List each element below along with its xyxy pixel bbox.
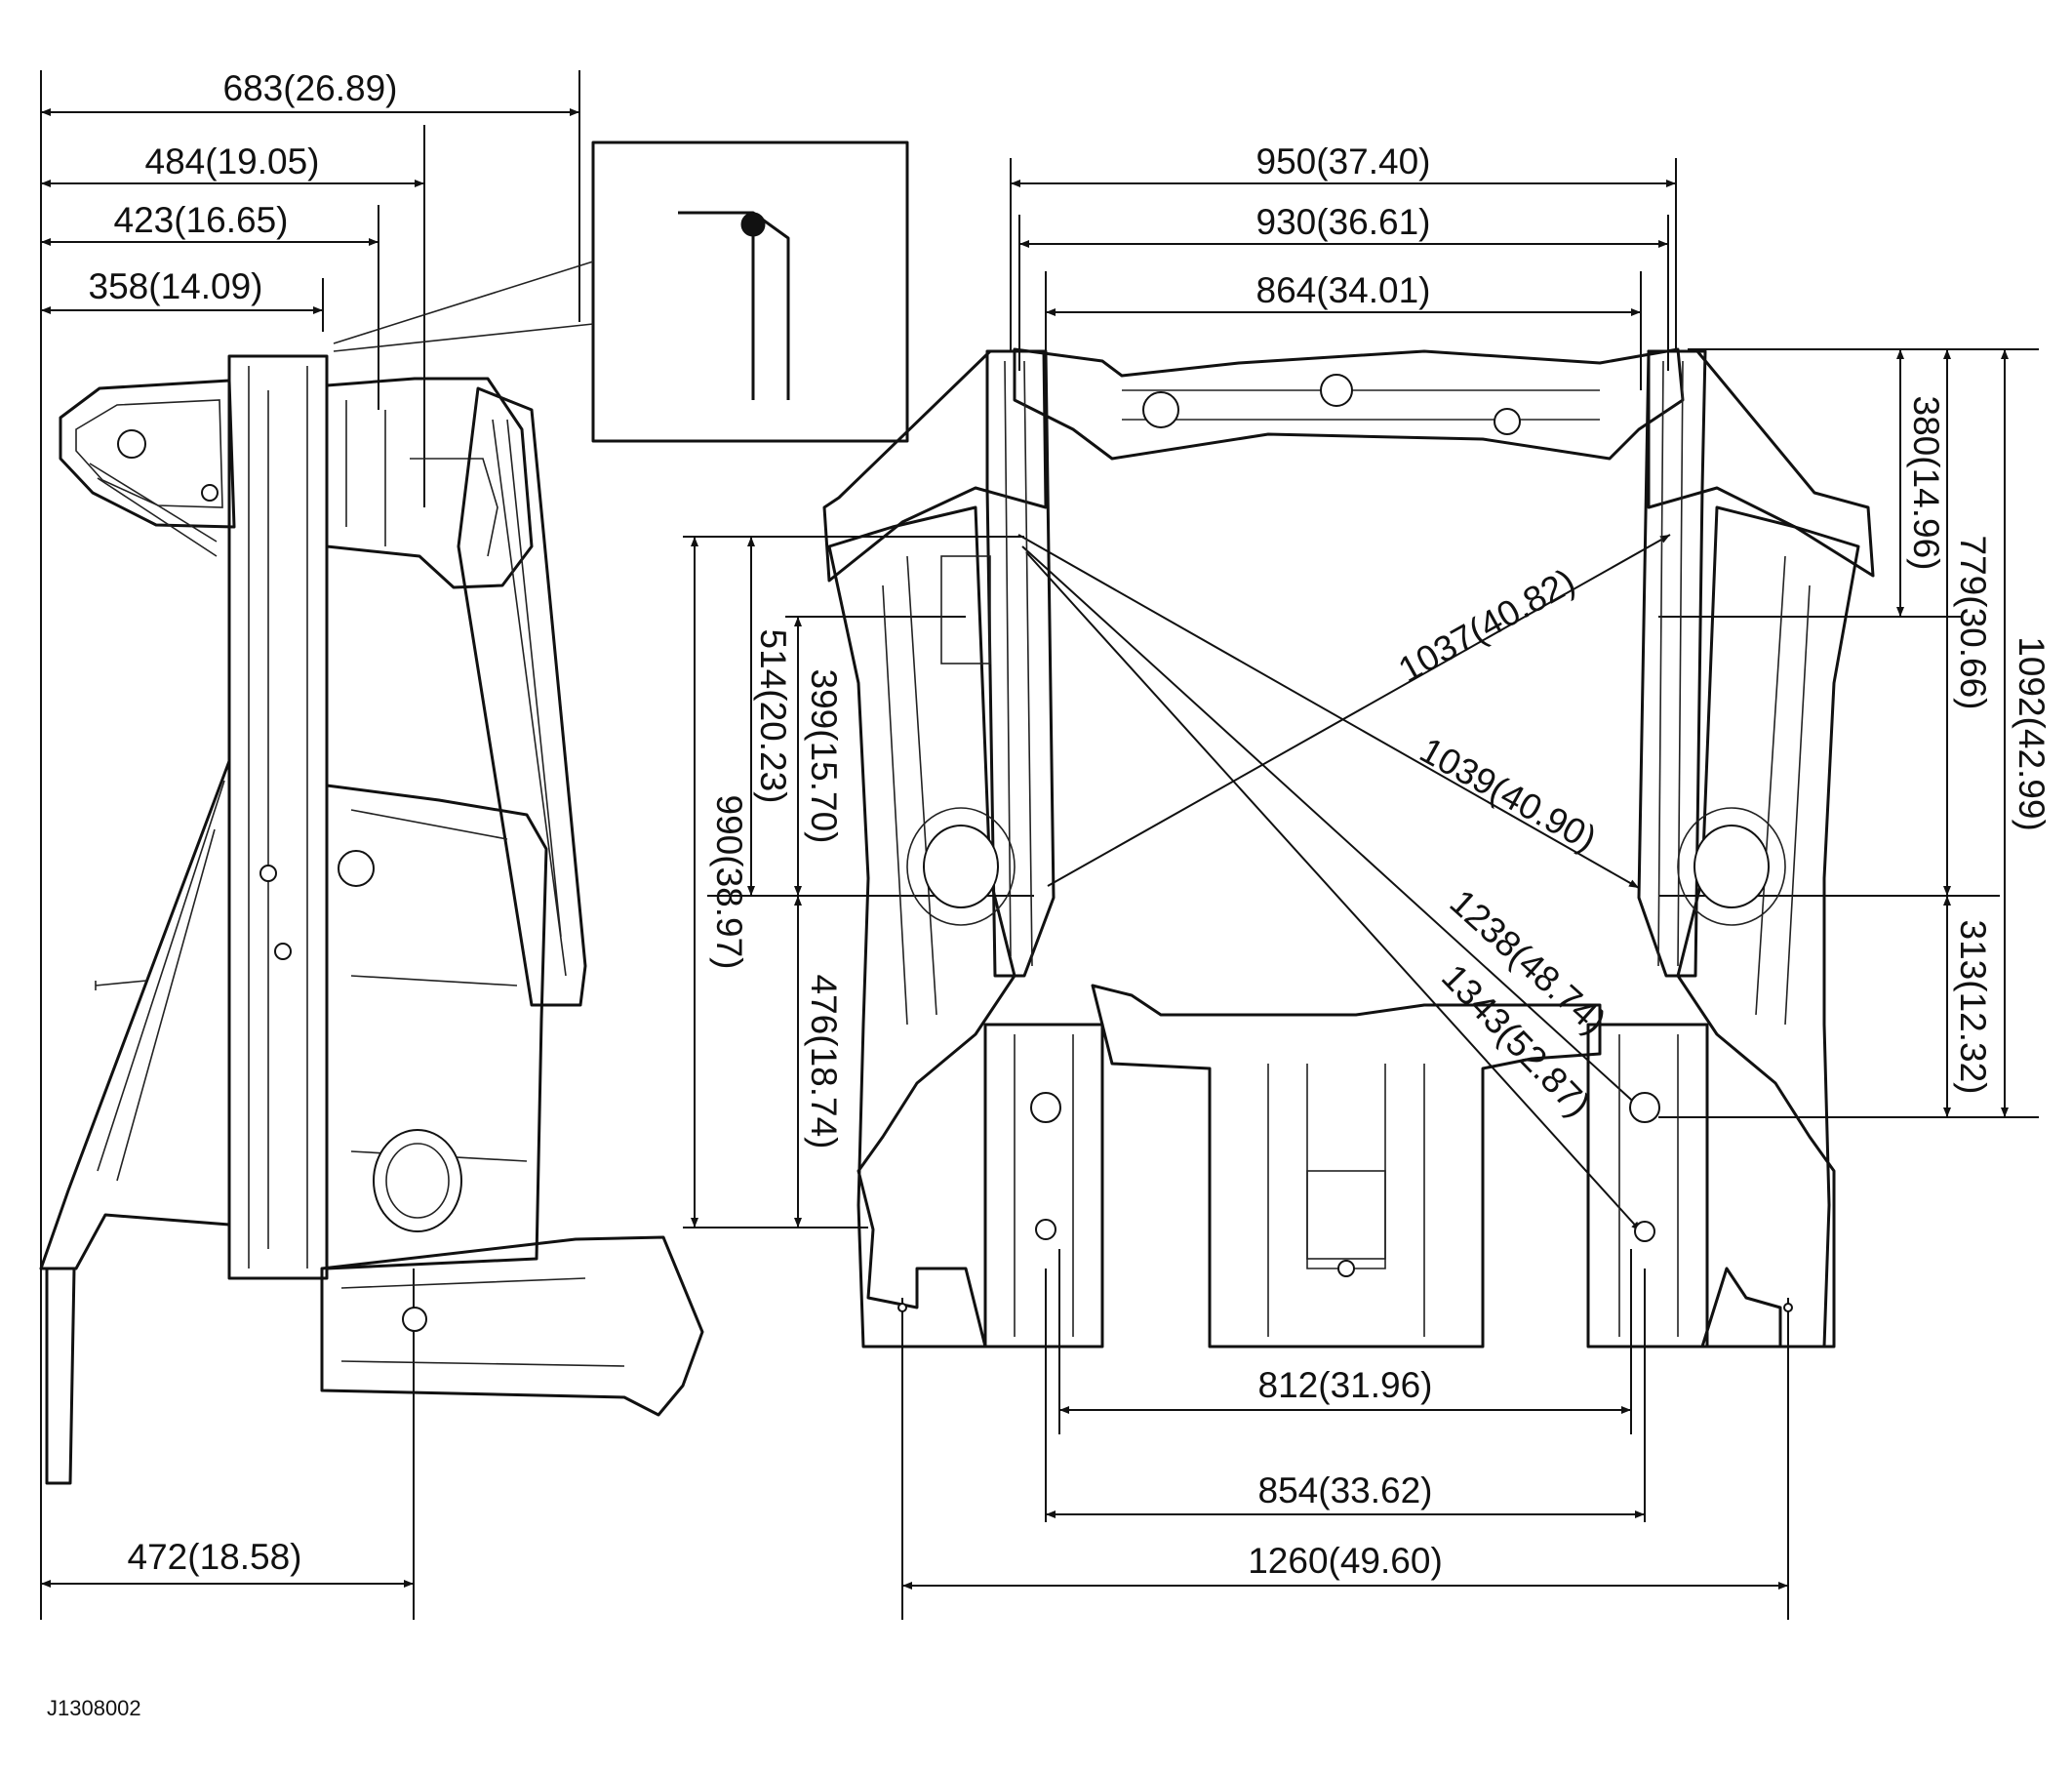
- plan-dim-1039: 1039(40.90): [1414, 730, 1603, 860]
- plan-dim-812: 812(31.96): [1258, 1365, 1433, 1405]
- plan-dim-990: 990(38.97): [709, 795, 749, 970]
- plan-dim-950: 950(37.40): [1256, 141, 1431, 181]
- plan-dim-779: 779(30.66): [1953, 536, 1993, 710]
- plan-dim-514: 514(20.23): [753, 629, 793, 804]
- right-wheelhouse-hole: [1693, 825, 1770, 908]
- plan-dim-313: 313(12.32): [1953, 920, 1993, 1095]
- plan-body-outline: [822, 347, 1875, 1349]
- plan-dim-854: 854(33.62): [1258, 1470, 1433, 1510]
- plan-view-dimension-lines: [691, 180, 2009, 1590]
- side-view: 683(26.89) 484(19.05) 423(16.65) 358(14.…: [39, 68, 909, 1620]
- plan-dim-476: 476(18.74): [804, 975, 844, 1149]
- side-dim-484: 484(19.05): [145, 141, 320, 181]
- side-body-outline: [39, 354, 704, 1485]
- plan-dim-399: 399(15.70): [804, 669, 844, 844]
- side-dim-358: 358(14.09): [89, 266, 263, 306]
- plan-view: 950(37.40) 930(36.61) 864(34.01) 990(38.…: [683, 141, 2052, 1620]
- plan-dim-930: 930(36.61): [1256, 202, 1431, 242]
- plan-dim-380: 380(14.96): [1906, 396, 1946, 571]
- plan-view-extension-lines: [683, 158, 2039, 1620]
- plan-dim-1037: 1037(40.82): [1392, 561, 1581, 691]
- plan-dim-1260: 1260(49.60): [1248, 1541, 1443, 1581]
- measurement-point-dot: [740, 212, 766, 237]
- plan-dim-1092: 1092(42.99): [2012, 636, 2052, 831]
- side-dim-472: 472(18.58): [128, 1537, 302, 1577]
- detail-inset: [333, 141, 909, 443]
- side-dim-683: 683(26.89): [223, 68, 398, 108]
- plan-dim-864: 864(34.01): [1256, 270, 1431, 310]
- left-wheelhouse-hole: [923, 825, 999, 908]
- figure-id-label: J1308002: [47, 1696, 141, 1720]
- side-dim-423: 423(16.65): [114, 200, 289, 240]
- side-view-dimension-lines: [41, 108, 579, 1588]
